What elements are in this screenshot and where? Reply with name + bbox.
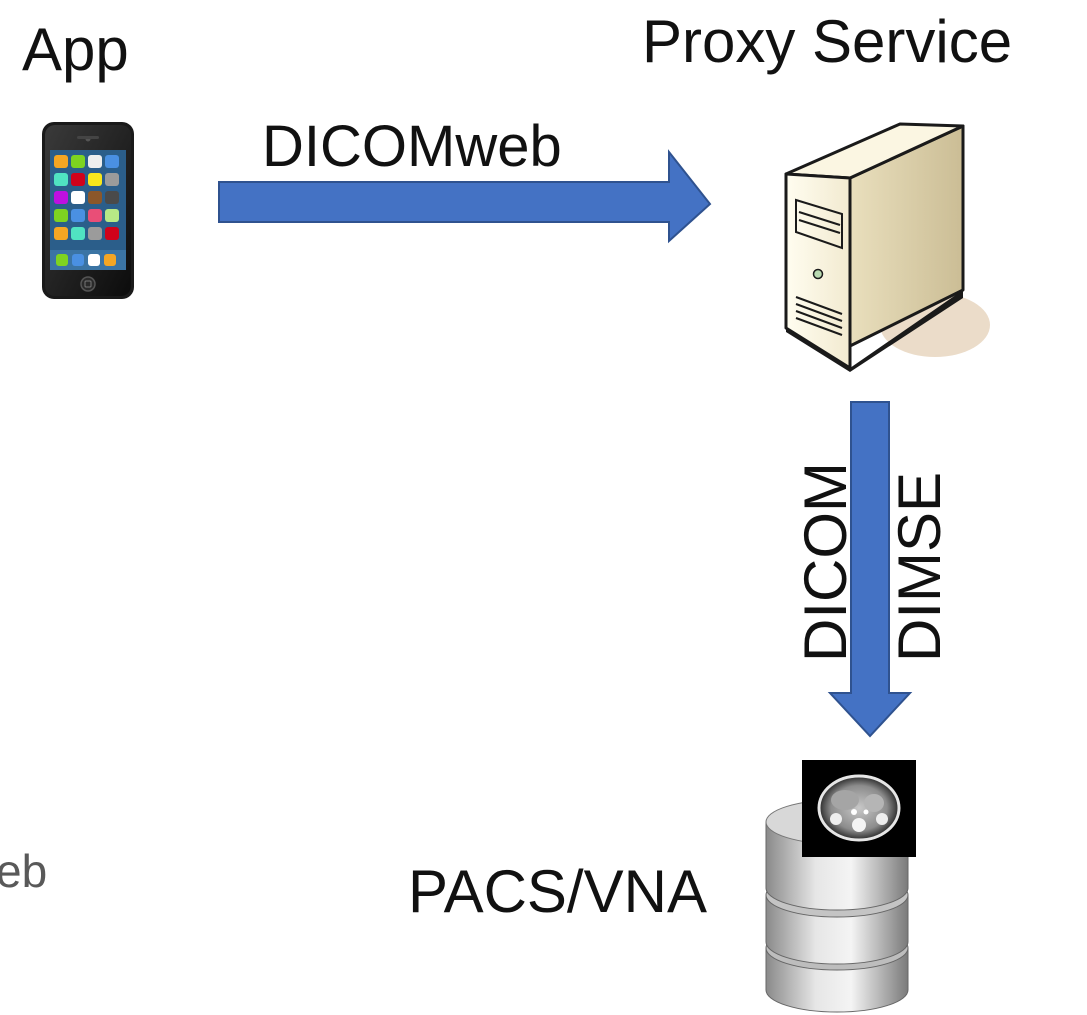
pacs-vna-node-label: PACS/VNA: [408, 858, 707, 925]
dicomweb-edge-label: DICOMweb: [262, 114, 562, 179]
dicom-dimse-arrow: [827, 401, 913, 738]
partial-offscreen-text: eb: [0, 845, 48, 897]
server-tower-icon: [784, 122, 990, 372]
dicom-dimse-edge-labels: DICOM DIMSE: [786, 420, 956, 670]
dicomweb-arrow: [218, 149, 712, 244]
smartphone-icon: [42, 122, 134, 299]
dimse-edge-label: DIMSE: [886, 471, 953, 662]
dicom-edge-label: DICOM: [792, 462, 859, 662]
app-node-label: App: [22, 16, 129, 83]
proxy-service-node-label: Proxy Service: [642, 8, 1013, 75]
ct-scan-thumbnail: [802, 760, 916, 857]
